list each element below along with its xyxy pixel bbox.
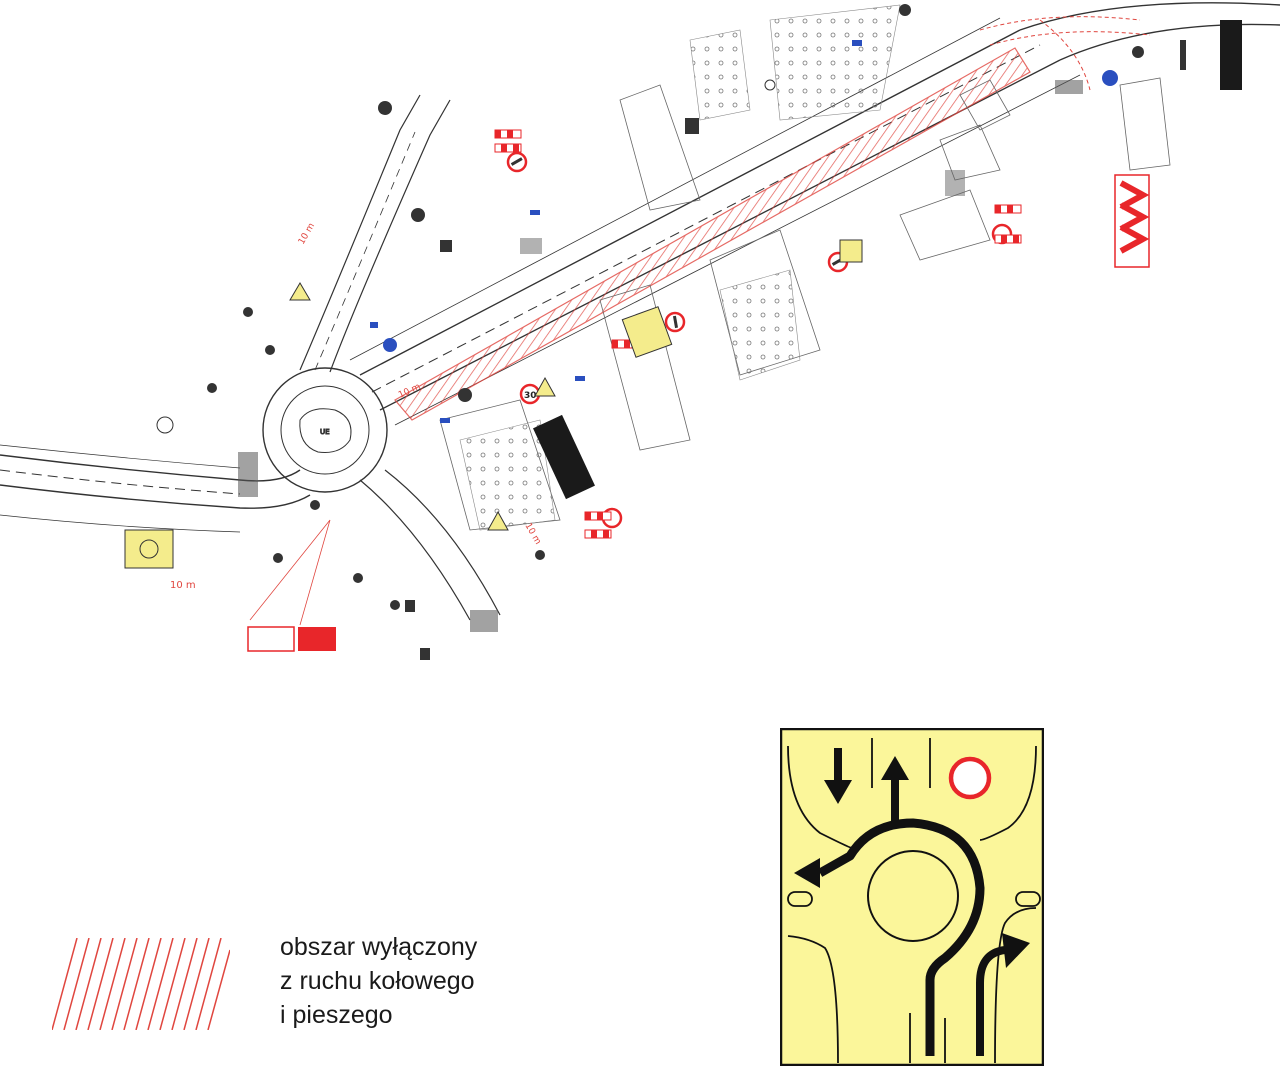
- parcels: [439, 77, 1171, 531]
- legend-text: obszar wyłączony z ruchu kołowego i pies…: [280, 930, 477, 1032]
- legend-line-1: obszar wyłączony: [280, 933, 478, 961]
- roundabout: UE: [262, 367, 388, 493]
- chevron-board: [1114, 174, 1150, 268]
- arrow-up-icon: [881, 756, 909, 780]
- splitter-island-right: [1015, 891, 1041, 907]
- excluded-zone: [394, 47, 1031, 421]
- svg-text:UE: UE: [320, 428, 330, 436]
- arrow-down-icon: [824, 780, 852, 804]
- black-boards: [533, 20, 1242, 500]
- green-areas: [459, 4, 901, 531]
- distance-label-4: 10 m: [522, 522, 542, 547]
- arrow-left-icon: [794, 858, 820, 888]
- misc-signs: [207, 4, 1186, 660]
- south-road: [359, 469, 501, 621]
- info-signs-blue: [370, 40, 1118, 423]
- arrow-right-curve-icon: [1002, 933, 1030, 968]
- distance-label-1: 10 m: [297, 222, 317, 247]
- legend-hatch-swatch: [52, 938, 230, 1030]
- speed-label-a: 30: [524, 391, 537, 401]
- roundabout-diagram-panel: [780, 728, 1044, 1066]
- legend-line-2: z ruchu kołowego: [280, 967, 475, 995]
- bottom-barrier: [247, 626, 336, 652]
- no-entry-ring-icon: [948, 756, 992, 800]
- left-road: [0, 444, 311, 533]
- legend-line-3: i pieszego: [280, 1001, 393, 1029]
- traffic-plan-map: UE: [0, 2, 1280, 660]
- leader-line: [249, 519, 331, 626]
- central-island: [867, 850, 959, 942]
- distance-label-3: 10 m: [170, 580, 196, 591]
- crossings: [238, 80, 1083, 632]
- splitter-island-left: [787, 891, 813, 907]
- north-road: [299, 94, 451, 373]
- barriers: [494, 129, 1022, 539]
- red-dashed-lines: [979, 16, 1151, 91]
- warning-signs-yellow: [124, 239, 863, 569]
